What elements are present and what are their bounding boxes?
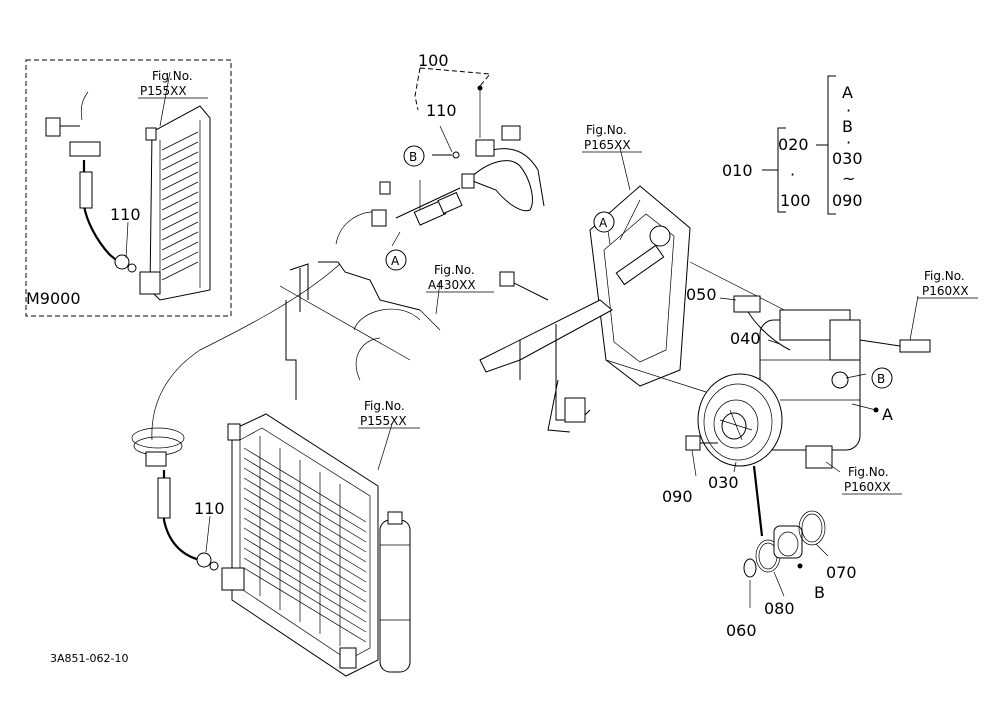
part-label-110-inset: 110 (110, 205, 141, 224)
fig-ref-inset-p155: Fig.No. P155XX (138, 69, 208, 99)
compressor-bracket (479, 185, 801, 433)
main-hose (131, 263, 341, 571)
inset-model-label: M9000 (26, 289, 81, 308)
part-label-090: 090 (662, 487, 693, 506)
svg-text:Fig.No.: Fig.No. (434, 263, 475, 277)
legend-b: B (842, 117, 853, 136)
svg-text:P165XX: P165XX (584, 138, 631, 152)
part-label-070: 070 (826, 563, 857, 582)
fig-ref-p160-top: Fig.No. P160XX (918, 269, 978, 299)
svg-text:P155XX: P155XX (140, 84, 187, 98)
svg-text:P160XX: P160XX (844, 480, 891, 494)
fig-ref-p165: Fig.No. P165XX (582, 123, 642, 153)
bearing-set (743, 465, 826, 578)
legend-030: 030 (832, 149, 863, 168)
figure-code: 3A851-062-10 (50, 652, 128, 665)
svg-text:Fig.No.: Fig.No. (848, 465, 889, 479)
part-label-110-main: 110 (194, 499, 225, 518)
inset-hose (45, 91, 137, 273)
legend-010: 010 (722, 161, 753, 180)
legend-020: 020 (778, 135, 809, 154)
fig-ref-main-p155: Fig.No. P155XX (358, 399, 420, 429)
receiver-drier (379, 511, 411, 673)
fig-ref-p160-bottom: Fig.No. P160XX (842, 465, 902, 495)
part-label-030: 030 (708, 473, 739, 492)
legend-dot-1: · (790, 165, 795, 184)
part-label-050: 050 (686, 285, 717, 304)
marker-letter-a-compressor: A (882, 405, 893, 424)
fig-ref-a430: Fig.No. A430XX (426, 263, 494, 293)
svg-text:B: B (409, 150, 417, 164)
svg-text:A430XX: A430XX (428, 278, 476, 292)
part-label-060: 060 (726, 621, 757, 640)
marker-circle-b-top: B (403, 145, 425, 167)
part-label-040: 040 (730, 329, 761, 348)
inset-box (25, 59, 232, 317)
legend-dot-2: · (846, 101, 851, 120)
legend-dot-3: · (846, 133, 851, 152)
svg-text:P160XX: P160XX (922, 284, 969, 298)
svg-text:Fig.No.: Fig.No. (924, 269, 965, 283)
compressor (733, 295, 931, 469)
legend-090: 090 (832, 191, 863, 210)
inset-condenser (139, 105, 211, 301)
legend-100: 100 (780, 191, 811, 210)
svg-text:P155XX: P155XX (360, 414, 407, 428)
marker-circle-a-bracket: A (593, 211, 615, 233)
svg-text:B: B (877, 372, 885, 386)
engine-frame (279, 261, 441, 400)
svg-text:Fig.No.: Fig.No. (364, 399, 405, 413)
part-label-100-top: 100 (418, 51, 449, 70)
main-condenser (221, 413, 379, 677)
part-label-080: 080 (764, 599, 795, 618)
svg-text:Fig.No.: Fig.No. (152, 69, 193, 83)
part-label-110-top: 110 (426, 101, 457, 120)
marker-circle-a-hose: A (385, 249, 407, 271)
svg-text:Fig.No.: Fig.No. (586, 123, 627, 137)
legend-brackets (762, 75, 836, 215)
svg-text:A: A (391, 254, 400, 268)
bolt-090 (685, 435, 718, 451)
compressor-clutch (697, 373, 783, 467)
marker-circle-b-compressor: B (871, 367, 893, 389)
top-hose-assembly (335, 67, 545, 245)
marker-letter-b-bearing: B (814, 583, 825, 602)
svg-text:A: A (599, 216, 608, 230)
legend: 010 020 · 100 A · B · 030 ~ 090 (722, 83, 863, 210)
legend-tilde: ~ (842, 169, 855, 188)
legend-a: A (842, 83, 853, 102)
